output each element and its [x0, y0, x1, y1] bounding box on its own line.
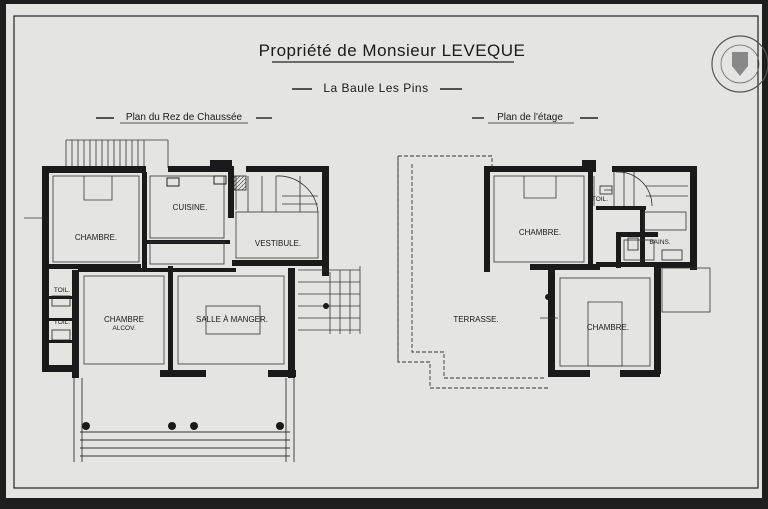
upper-floor-label: Plan de l'étage: [497, 112, 563, 123]
drawing-title: Propriété de Monsieur LEVEQUE: [259, 41, 526, 60]
room-label-toil: TOIL.: [54, 319, 70, 326]
room-label-alcove: ALCOV.: [112, 325, 135, 332]
room-label-terrasse: TERRASSE.: [453, 315, 498, 324]
room-label-salle-a-manger: SALLE À MANGER.: [196, 315, 268, 324]
room-label-chambre-alcove: CHAMBRE: [104, 315, 144, 324]
column-dot: [190, 422, 198, 430]
room-label-toil: TOIL.: [54, 287, 70, 294]
column-dot: [276, 422, 284, 430]
chimney-hatch: [233, 175, 247, 191]
ground-floor-plan: Plan du Rez de Chaussée: [24, 112, 361, 462]
washbasin-icon: [51, 329, 71, 341]
ground-floor-label: Plan du Rez de Chaussée: [126, 112, 243, 123]
column-dot: [168, 422, 176, 430]
drawing-subtitle: La Baule Les Pins: [323, 81, 428, 95]
paper-background: [6, 4, 762, 498]
archive-stamp: [711, 35, 768, 93]
column-dot: [82, 422, 90, 430]
room-label-chambre: CHAMBRE.: [75, 233, 117, 242]
room-label-chambre: CHAMBRE.: [519, 228, 561, 237]
upper-floor-plan: Plan de l'étage: [397, 112, 711, 389]
room-label-cuisine: CUISINE.: [173, 203, 208, 212]
crest-icon: [732, 52, 748, 76]
bathtub-icon: [661, 249, 683, 261]
room-label-bains: BAINS.: [649, 239, 671, 246]
washbasin-icon: [51, 295, 71, 307]
room-label-chambre: CHAMBRE.: [587, 323, 629, 332]
room-label-vestibule: VESTIBULE.: [255, 239, 301, 248]
sheet-border: [13, 15, 759, 489]
room-label-toil: TOIL.: [592, 196, 608, 203]
